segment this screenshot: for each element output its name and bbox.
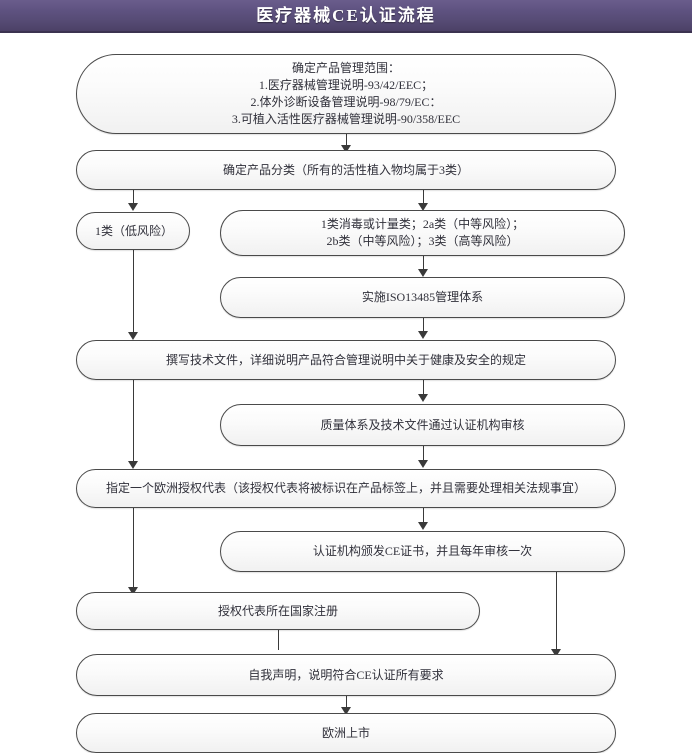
node-eu-rep-text: 指定一个欧洲授权代表（该授权代表将被标识在产品标签上，并且需要处理相关法规事宜） bbox=[95, 480, 597, 497]
node-scope-line-0: 确定产品管理范围： bbox=[291, 61, 400, 75]
connector-class1-to-techfile bbox=[133, 250, 134, 332]
node-iso13485-line-0: 实施ISO13485管理体系 bbox=[361, 290, 484, 304]
connector-declaration-to-market bbox=[346, 696, 347, 709]
node-eu-rep-line-0: 指定一个欧洲授权代表（该授权代表将被标识在产品标签上，并且需要处理相关法规事宜） bbox=[105, 481, 586, 495]
node-class1[interactable]: 1类（低风险） bbox=[76, 212, 190, 250]
arrowhead-techfile-to-eurep bbox=[128, 461, 138, 469]
page-title: 医疗器械CE认证流程 bbox=[256, 6, 436, 25]
node-class-others[interactable]: 1类消毒或计量类；2a类（中等风险）； 2b类（中等风险）；3类（高等风险） bbox=[220, 210, 625, 256]
node-register[interactable]: 授权代表所在国家注册 bbox=[76, 592, 480, 630]
arrowhead-techfile-to-audit bbox=[418, 394, 428, 402]
node-scope-text: 确定产品管理范围： 1.医疗器械管理说明-93/42/EEC； 2.体外诊断设备… bbox=[95, 60, 597, 128]
node-techfile-line-0: 撰写技术文件，详细说明产品符合管理说明中关于健康及安全的规定 bbox=[165, 352, 526, 367]
arrowhead-class1-to-techfile bbox=[128, 332, 138, 340]
node-declaration-text: 自我声明，说明符合CE认证所有要求 bbox=[95, 667, 597, 684]
node-scope-line-3: 3.可植入活性医疗器械管理说明-90/358/EEC bbox=[231, 112, 461, 126]
connector-register-to-declaration bbox=[278, 630, 279, 650]
node-classify-text: 确定产品分类（所有的活性植入物均属于3类） bbox=[95, 162, 597, 179]
node-ce-cert[interactable]: 认证机构颁发CE证书，并且每年审核一次 bbox=[220, 531, 625, 572]
node-techfile[interactable]: 撰写技术文件，详细说明产品符合管理说明中关于健康及安全的规定 bbox=[76, 340, 616, 380]
connector-others-to-iso bbox=[423, 256, 424, 270]
connector-techfile-to-audit bbox=[423, 380, 424, 395]
node-classify-line-0: 确定产品分类（所有的活性植入物均属于3类） bbox=[222, 162, 469, 177]
connector-techfile-to-eurep bbox=[133, 380, 134, 462]
node-class1-line-0: 1类（低风险） bbox=[95, 223, 174, 238]
connector-scope-to-classify bbox=[346, 134, 347, 147]
node-declaration[interactable]: 自我声明，说明符合CE认证所有要求 bbox=[76, 654, 616, 696]
node-class-others-line-1: 2b类（中等风险）；3类（高等风险） bbox=[326, 234, 519, 248]
arrowhead-eurep-to-cecert bbox=[418, 522, 428, 530]
node-audit-text: 质量体系及技术文件通过认证机构审核 bbox=[239, 417, 606, 434]
arrowhead-scope-to-classify bbox=[341, 145, 351, 153]
connector-classify-to-others bbox=[423, 190, 424, 204]
node-iso13485-text: 实施ISO13485管理体系 bbox=[239, 289, 606, 306]
node-scope-line-1: 1.医疗器械管理说明-93/42/EEC； bbox=[258, 78, 434, 92]
connector-cecert-to-declaration bbox=[556, 572, 557, 650]
node-register-text: 授权代表所在国家注册 bbox=[95, 603, 461, 620]
title-bar: 医疗器械CE认证流程 bbox=[0, 0, 692, 33]
arrowhead-others-to-iso bbox=[418, 269, 428, 277]
node-register-line-0: 授权代表所在国家注册 bbox=[217, 603, 338, 618]
arrowhead-classify-to-class1 bbox=[128, 203, 138, 211]
node-eu-rep[interactable]: 指定一个欧洲授权代表（该授权代表将被标识在产品标签上，并且需要处理相关法规事宜） bbox=[76, 469, 616, 508]
node-ce-cert-line-0: 认证机构颁发CE证书，并且每年审核一次 bbox=[312, 544, 533, 558]
node-scope[interactable]: 确定产品管理范围： 1.医疗器械管理说明-93/42/EEC； 2.体外诊断设备… bbox=[76, 54, 616, 134]
node-classify[interactable]: 确定产品分类（所有的活性植入物均属于3类） bbox=[76, 150, 616, 190]
node-class-others-line-0: 1类消毒或计量类；2a类（中等风险）； bbox=[320, 217, 525, 231]
node-scope-line-2: 2.体外诊断设备管理说明-98/79/EC： bbox=[250, 95, 442, 109]
connector-eurep-to-register bbox=[133, 508, 134, 588]
node-audit-line-0: 质量体系及技术文件通过认证机构审核 bbox=[320, 417, 525, 432]
node-audit[interactable]: 质量体系及技术文件通过认证机构审核 bbox=[220, 404, 625, 446]
node-market-text: 欧洲上市 bbox=[95, 725, 597, 742]
arrowhead-iso-to-techfile bbox=[418, 331, 428, 339]
node-market-line-0: 欧洲上市 bbox=[321, 725, 370, 740]
node-class1-text: 1类（低风险） bbox=[95, 223, 174, 240]
arrowhead-eurep-to-register bbox=[128, 587, 138, 595]
node-iso13485[interactable]: 实施ISO13485管理体系 bbox=[220, 277, 625, 318]
arrowhead-declaration-to-market bbox=[341, 707, 351, 715]
node-market[interactable]: 欧洲上市 bbox=[76, 713, 616, 753]
connector-iso-to-techfile bbox=[423, 318, 424, 332]
node-declaration-line-0: 自我声明，说明符合CE认证所有要求 bbox=[248, 667, 444, 682]
node-techfile-text: 撰写技术文件，详细说明产品符合管理说明中关于健康及安全的规定 bbox=[95, 352, 597, 369]
arrowhead-audit-to-eurep bbox=[418, 460, 428, 468]
connector-audit-to-eurep bbox=[423, 446, 424, 461]
node-class-others-text: 1类消毒或计量类；2a类（中等风险）； 2b类（中等风险）；3类（高等风险） bbox=[239, 216, 606, 250]
connector-classify-to-class1 bbox=[133, 190, 134, 204]
arrowhead-classify-to-others bbox=[418, 203, 428, 211]
connector-eurep-to-cecert bbox=[423, 508, 424, 523]
node-ce-cert-text: 认证机构颁发CE证书，并且每年审核一次 bbox=[239, 543, 606, 560]
arrowhead-cecert-to-declaration bbox=[551, 649, 561, 657]
